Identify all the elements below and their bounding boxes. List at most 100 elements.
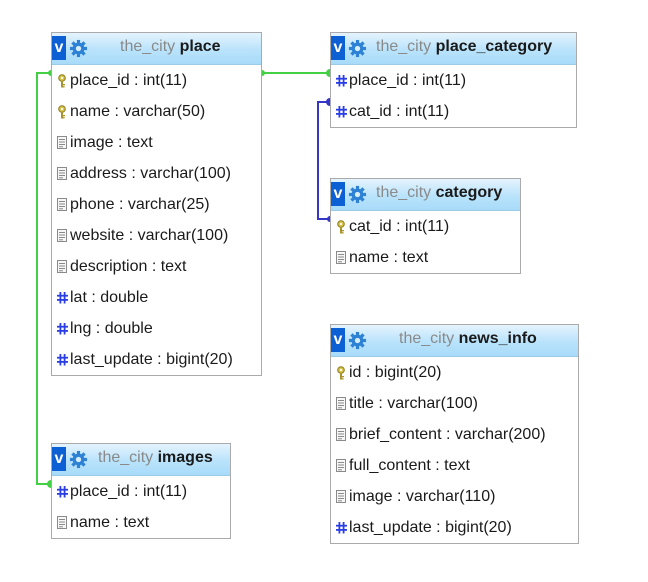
table-category[interactable]: v the_city category cat_id : int(11) name… xyxy=(330,178,521,274)
column-label: title : varchar(100) xyxy=(349,395,478,412)
text-column-icon xyxy=(336,481,348,512)
text-column-icon xyxy=(57,189,69,220)
column-list: place_id : int(11) cat_id : int(11) xyxy=(331,65,576,127)
table-images[interactable]: v the_city images place_id : int(11) name… xyxy=(51,443,231,539)
column-list: cat_id : int(11) name : text xyxy=(331,211,520,273)
numeric-column-icon xyxy=(57,344,69,375)
column-label: lng : double xyxy=(70,320,153,337)
table-name: place_category xyxy=(435,38,553,55)
relation-place-category-category[interactable] xyxy=(317,101,330,220)
column-label: cat_id : int(11) xyxy=(349,103,450,120)
table-header[interactable]: v the_city category xyxy=(331,179,520,211)
column-label: lat : double xyxy=(70,289,149,306)
gear-icon[interactable] xyxy=(69,39,88,58)
column-row[interactable]: last_update : bigint(20) xyxy=(331,512,578,543)
table-name: images xyxy=(157,449,213,466)
column-label: place_id : int(11) xyxy=(70,483,188,500)
column-label: image : varchar(110) xyxy=(349,488,496,505)
text-column-icon xyxy=(57,251,69,282)
gear-icon[interactable] xyxy=(348,39,367,58)
numeric-column-icon xyxy=(57,313,69,344)
column-row[interactable]: brief_content : varchar(200) xyxy=(331,419,578,450)
numeric-column-icon xyxy=(57,282,69,313)
column-row[interactable]: name : text xyxy=(52,507,230,538)
gear-icon[interactable] xyxy=(348,185,367,204)
relation-place-images[interactable] xyxy=(36,72,51,485)
column-label: brief_content : varchar(200) xyxy=(349,426,546,443)
numeric-column-icon xyxy=(336,96,348,127)
column-label: address : varchar(100) xyxy=(70,165,231,182)
column-row[interactable]: place_id : int(11) xyxy=(52,65,261,96)
numeric-column-icon xyxy=(336,65,348,96)
column-label: name : text xyxy=(70,514,150,531)
column-label: name : text xyxy=(349,249,429,266)
column-row[interactable]: image : text xyxy=(52,127,261,158)
column-label: full_content : text xyxy=(349,457,470,474)
numeric-column-icon xyxy=(57,476,69,507)
table-news-info[interactable]: v the_city news_info id : bigint(20) titl… xyxy=(330,324,579,544)
numeric-column-icon xyxy=(336,512,348,543)
table-header[interactable]: v the_city images xyxy=(52,444,230,476)
column-list: place_id : int(11) name : varchar(50) imag… xyxy=(52,65,261,375)
toggle-columns-button[interactable]: v xyxy=(52,447,66,471)
table-title: the_city images xyxy=(98,444,213,476)
gear-icon[interactable] xyxy=(348,331,367,350)
table-title: the_city news_info xyxy=(399,325,537,357)
column-row[interactable]: full_content : text xyxy=(331,450,578,481)
table-name: news_info xyxy=(458,330,537,347)
column-row[interactable]: title : varchar(100) xyxy=(331,388,578,419)
table-place-category[interactable]: v the_city place_category place_id : int… xyxy=(330,32,577,128)
column-row[interactable]: place_id : int(11) xyxy=(52,476,230,507)
column-row[interactable]: image : varchar(110) xyxy=(331,481,578,512)
column-row[interactable]: name : varchar(50) xyxy=(52,96,261,127)
table-header[interactable]: v the_city news_info xyxy=(331,325,578,357)
column-row[interactable]: description : text xyxy=(52,251,261,282)
column-label: cat_id : int(11) xyxy=(349,218,450,235)
table-title: the_city category xyxy=(376,179,502,211)
table-header[interactable]: v the_city place_category xyxy=(331,33,576,65)
database-name: the_city xyxy=(376,38,432,55)
toggle-columns-button[interactable]: v xyxy=(331,182,345,206)
column-row[interactable]: phone : varchar(25) xyxy=(52,189,261,220)
table-place[interactable]: v the_city place place_id : int(11) name … xyxy=(51,32,262,376)
key-icon xyxy=(57,96,69,127)
gear-icon[interactable] xyxy=(69,450,88,469)
column-row[interactable]: id : bigint(20) xyxy=(331,357,578,388)
toggle-columns-button[interactable]: v xyxy=(52,36,66,60)
text-column-icon xyxy=(336,388,348,419)
column-row[interactable]: cat_id : int(11) xyxy=(331,96,576,127)
database-name: the_city xyxy=(120,38,176,55)
column-row[interactable]: name : text xyxy=(331,242,520,273)
table-name: place xyxy=(179,38,221,55)
toggle-columns-button[interactable]: v xyxy=(331,328,345,352)
database-name: the_city xyxy=(376,184,432,201)
key-icon xyxy=(57,65,69,96)
column-row[interactable]: lng : double xyxy=(52,313,261,344)
column-label: phone : varchar(25) xyxy=(70,196,210,213)
column-label: image : text xyxy=(70,134,153,151)
toggle-columns-button[interactable]: v xyxy=(331,36,345,60)
column-label: place_id : int(11) xyxy=(349,72,467,89)
column-label: place_id : int(11) xyxy=(70,72,188,89)
column-row[interactable]: website : varchar(100) xyxy=(52,220,261,251)
column-list: id : bigint(20) title : varchar(100) brief… xyxy=(331,357,578,543)
table-title: the_city place xyxy=(120,33,221,65)
column-row[interactable]: address : varchar(100) xyxy=(52,158,261,189)
column-row[interactable]: place_id : int(11) xyxy=(331,65,576,96)
column-row[interactable]: last_update : bigint(20) xyxy=(52,344,261,375)
column-row[interactable]: lat : double xyxy=(52,282,261,313)
column-label: last_update : bigint(20) xyxy=(70,351,233,368)
column-label: last_update : bigint(20) xyxy=(349,519,512,536)
text-column-icon xyxy=(336,242,348,273)
database-name: the_city xyxy=(98,449,154,466)
column-list: place_id : int(11) name : text xyxy=(52,476,230,538)
column-row[interactable]: cat_id : int(11) xyxy=(331,211,520,242)
column-label: description : text xyxy=(70,258,187,275)
column-label: id : bigint(20) xyxy=(349,364,442,381)
column-label: website : varchar(100) xyxy=(70,227,229,244)
database-name: the_city xyxy=(399,330,455,347)
table-header[interactable]: v the_city place xyxy=(52,33,261,65)
text-column-icon xyxy=(336,419,348,450)
table-name: category xyxy=(435,184,503,201)
text-column-icon xyxy=(57,127,69,158)
